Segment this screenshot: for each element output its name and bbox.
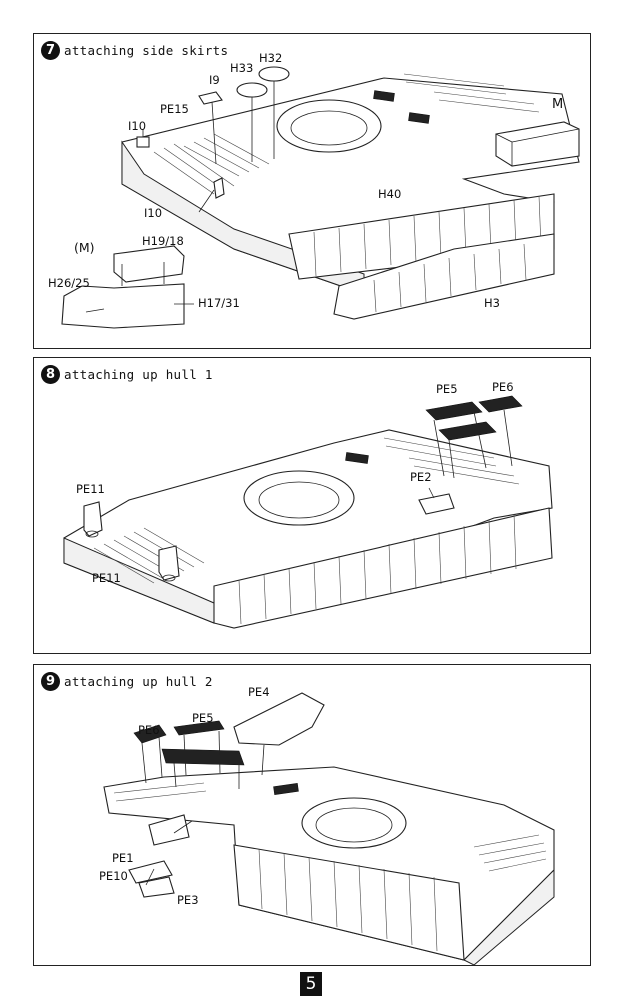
label-pe6: PE6 (138, 723, 160, 737)
label-m-paren: (M) (74, 240, 95, 255)
step-8-heading: 8 attaching up hull 1 (41, 365, 213, 384)
label-h19-18: H19/18 (142, 234, 184, 248)
label-pe1: PE1 (112, 851, 134, 865)
label-h3: H3 (484, 296, 500, 310)
step-8-drawing (63, 395, 553, 629)
label-pe3: PE3 (177, 893, 199, 907)
label-m: M (552, 97, 564, 112)
label-h40: H40 (378, 187, 402, 201)
step-8-title: attaching up hull 1 (64, 367, 213, 382)
label-pe5: PE5 (192, 711, 214, 725)
label-pe10: PE10 (99, 869, 128, 883)
step-8-number: 8 (41, 365, 60, 384)
label-pe15: PE15 (160, 102, 189, 116)
label-pe11-bottom: PE11 (92, 571, 121, 585)
label-h33: H33 (230, 61, 254, 75)
page-number: 5 (300, 972, 322, 996)
label-pe6: PE6 (492, 380, 514, 394)
step-9-drawing (103, 692, 555, 965)
label-h26-25: H26/25 (48, 276, 90, 290)
label-i10-bottom: I10 (144, 206, 163, 220)
label-h17-31: H17/31 (198, 296, 240, 310)
label-pe4: PE4 (248, 685, 270, 699)
step-8-panel: 8 attaching up hull 1 PE5 PE6 PE2 PE11 P… (33, 357, 591, 654)
step-7-heading: 7 attaching side skirts (41, 41, 228, 60)
label-pe5: PE5 (436, 382, 458, 396)
step-7-drawing (61, 66, 580, 329)
label-h32: H32 (259, 51, 283, 65)
step-7-panel: 7 attaching side skirts H32 H33 I9 PE15 … (33, 33, 591, 349)
label-i9: I9 (209, 73, 220, 87)
step-9-panel: 9 attaching up hull 2 PE4 PE6 PE5 PE1 PE… (33, 664, 591, 966)
label-pe2: PE2 (410, 470, 432, 484)
step-9-heading: 9 attaching up hull 2 (41, 672, 213, 691)
label-i10-top: I10 (128, 119, 147, 133)
step-9-number: 9 (41, 672, 60, 691)
step-9-title: attaching up hull 2 (64, 674, 213, 689)
step-7-number: 7 (41, 41, 60, 60)
label-pe11-top: PE11 (76, 482, 105, 496)
step-7-title: attaching side skirts (64, 43, 229, 58)
